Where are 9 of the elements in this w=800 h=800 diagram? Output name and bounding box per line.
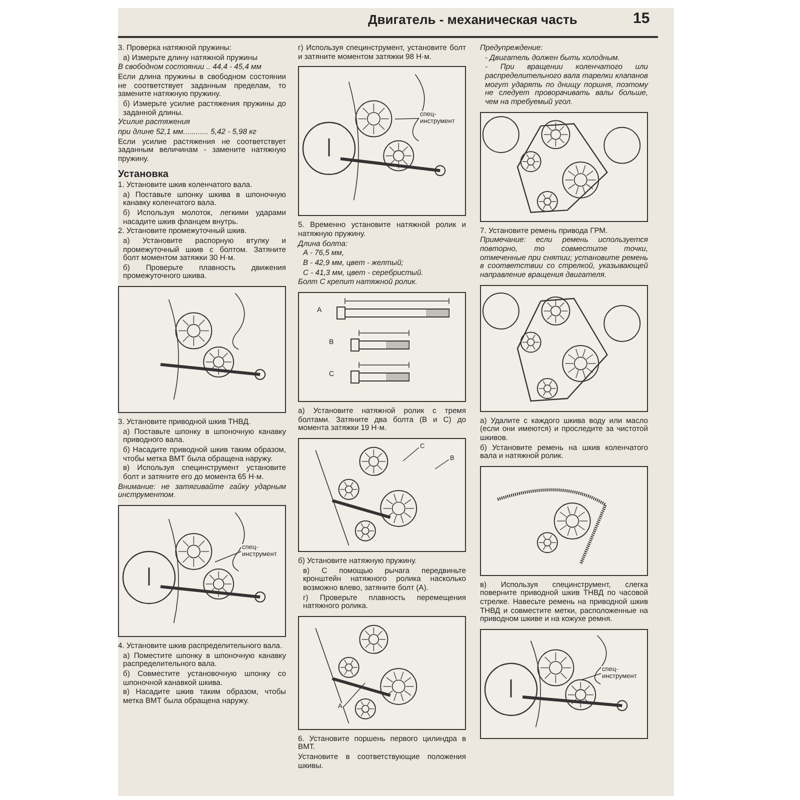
page-number: 15 <box>633 10 650 27</box>
page-title: Двигатель - механическая часть <box>368 12 578 27</box>
leader-line <box>402 447 420 462</box>
leader-line <box>394 118 420 120</box>
leader-line <box>580 673 602 680</box>
leader-line <box>434 459 450 470</box>
leader-line <box>214 551 242 562</box>
section-heading: Установка <box>118 168 170 180</box>
leader-line <box>342 682 366 708</box>
